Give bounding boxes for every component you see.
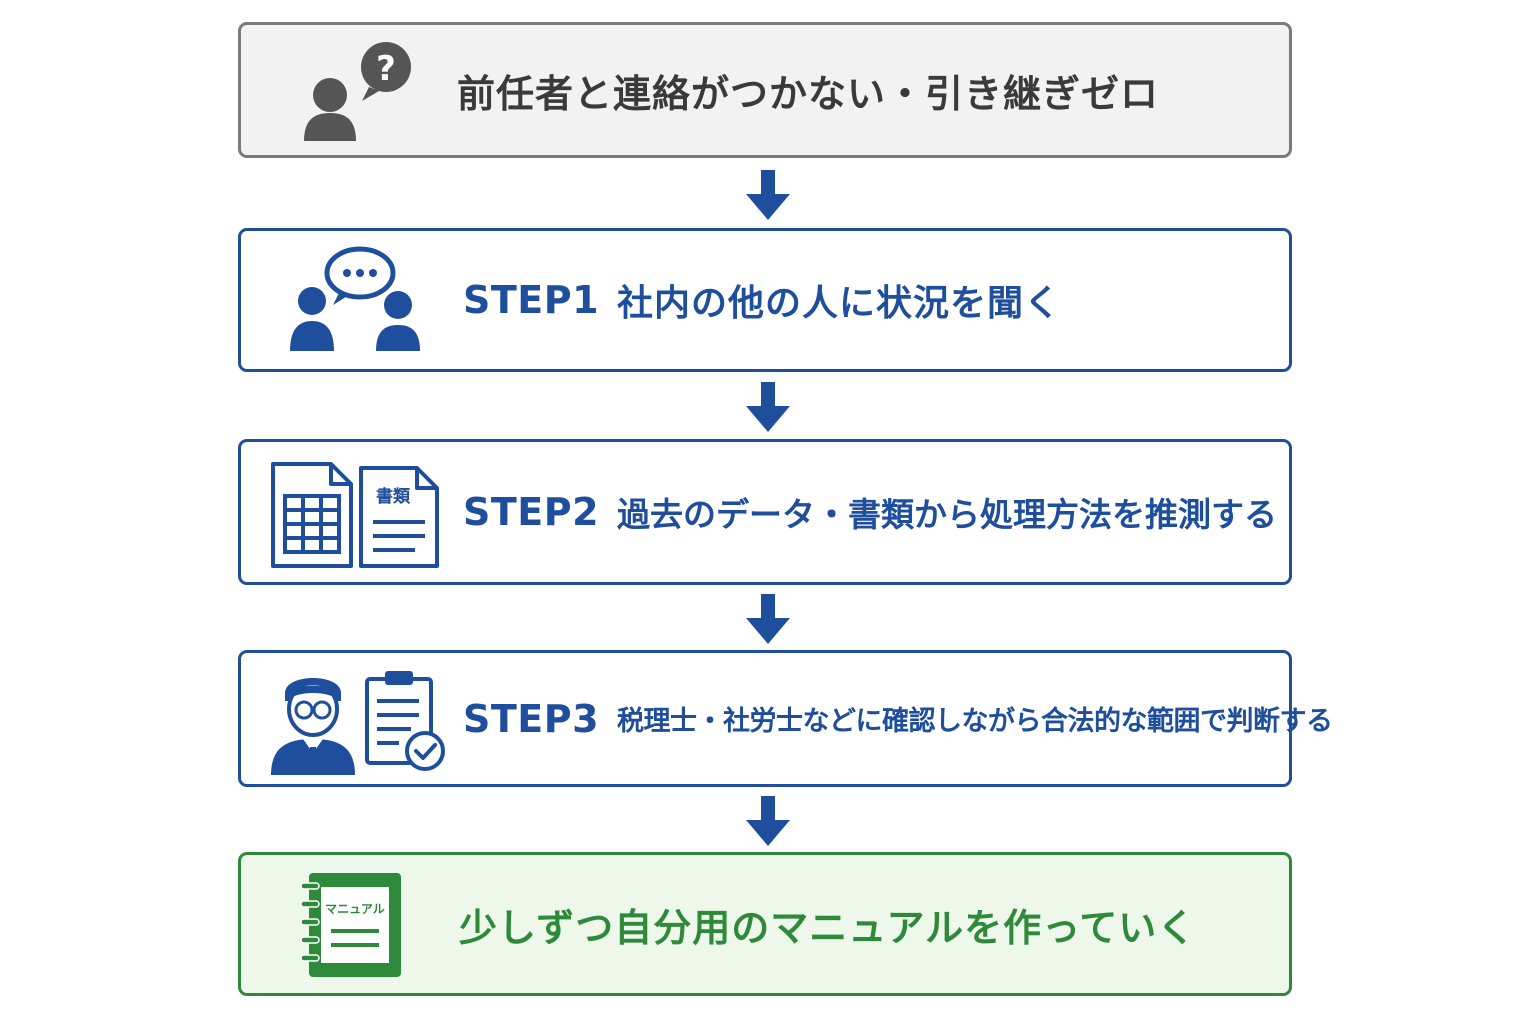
step3-number: STEP3: [463, 696, 600, 741]
end-text: 少しずつ自分用のマニュアルを作っていく: [459, 905, 1197, 950]
arrow-down-icon: [746, 170, 790, 220]
step2-box: 書類 STEP2 過去のデータ・書類から処理方法を推測する: [238, 439, 1292, 585]
step3-box: STEP3 税理士・社労士などに確認しながら合法的な範囲で判断する: [238, 650, 1333, 787]
step2-label: STEP2 過去のデータ・書類から処理方法を推測する: [463, 442, 1277, 582]
start-text: 前任者と連絡がつかない・引き継ぎゼロ: [457, 71, 1160, 116]
end-box: マニュアル 少しずつ自分用のマニュアルを作っていく: [238, 852, 1292, 996]
arrow-down-icon: [746, 594, 790, 644]
step2-number: STEP2: [463, 490, 600, 534]
spreadsheet-document-icon: 書類: [271, 462, 439, 568]
advisor-clipboard-check-icon: [271, 671, 445, 775]
step3-label: STEP3 税理士・社労士などに確認しながら合法的な範囲で判断する: [463, 653, 1333, 784]
manual-notebook-icon: マニュアル: [300, 873, 401, 977]
arrow-down-icon: [746, 382, 790, 432]
start-box: ? 前任者と連絡がつかない・引き継ぎゼロ: [238, 22, 1292, 158]
doc-label: 書類: [376, 486, 411, 507]
step1-box: STEP1 社内の他の人に状況を聞く: [238, 228, 1292, 372]
two-people-chat-icon: [290, 246, 420, 351]
svg-text:?: ?: [376, 49, 396, 89]
person-question-icon: ?: [304, 42, 411, 141]
step1-number: STEP1: [463, 278, 600, 322]
step2-text: 過去のデータ・書類から処理方法を推測する: [617, 495, 1278, 534]
manual-label: マニュアル: [325, 902, 385, 916]
step1-label: STEP1 社内の他の人に状況を聞く: [463, 231, 1061, 369]
arrow-down-icon: [746, 796, 790, 846]
step1-text: 社内の他の人に状況を聞く: [617, 283, 1062, 324]
step3-text: 税理士・社労士などに確認しながら合法的な範囲で判断する: [617, 706, 1333, 737]
